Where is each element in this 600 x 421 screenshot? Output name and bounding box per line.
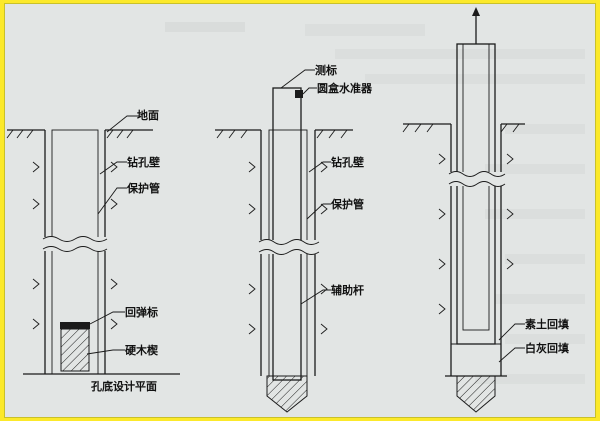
- break-line: [42, 236, 108, 252]
- leader-circular-level: [302, 87, 317, 95]
- leader-ground: [106, 115, 139, 133]
- ground-hatch: [216, 129, 348, 139]
- rebound-mark-plate: [60, 322, 90, 329]
- auxiliary-rod: [272, 87, 302, 381]
- leader-borehole-wall: [308, 161, 331, 173]
- label-casing: 保护管: [126, 181, 160, 195]
- lift-arrow-head: [472, 7, 480, 16]
- label-borehole-wall: 钻孔壁: [127, 155, 160, 169]
- label-auxiliary-rod: 辅助杆: [331, 283, 364, 297]
- hardwood-wedge: [60, 328, 90, 372]
- pile-tip: [266, 375, 308, 413]
- casing-inner: [462, 43, 490, 331]
- leader-lime-backfill: [498, 347, 525, 363]
- leader-borehole-wall: [99, 161, 127, 175]
- break-line: [258, 239, 320, 255]
- ground-hatch: [6, 129, 134, 139]
- figure-frame: 地面 钻孔壁 保护管 回弹标 硬木楔 孔底设计平面: [4, 3, 596, 418]
- label-casing: 保护管: [330, 197, 364, 211]
- rebound-mark-diagram: 地面 钻孔壁 保护管 回弹标 硬木楔 孔底设计平面: [6, 7, 585, 413]
- soil-marks-right: [110, 161, 118, 330]
- soil-marks-left: [32, 161, 40, 330]
- label-plain-soil-backfill: 素土回填: [525, 317, 569, 331]
- label-borehole-wall: 钻孔壁: [331, 155, 364, 169]
- soil-marks-left: [438, 153, 446, 315]
- soil-marks-left: [248, 161, 256, 335]
- leader-auxiliary-rod: [300, 289, 331, 305]
- panel-a-rebound-mark: 地面 钻孔壁 保护管 回弹标 硬木楔 孔底设计平面: [6, 108, 180, 393]
- pile-tip: [456, 375, 496, 413]
- label-circular-level: 圆盒水准器: [317, 81, 373, 95]
- leader-casing: [97, 187, 127, 215]
- leader-rebound-mark: [89, 311, 125, 325]
- label-hardwood-wedge: 硬木楔: [125, 343, 158, 357]
- label-ground: 地面: [137, 108, 159, 122]
- leader-survey-mark: [280, 69, 315, 89]
- ground-hatch: [402, 123, 520, 133]
- break-gap: [43, 237, 107, 251]
- leader-plain-soil-backfill: [498, 323, 525, 341]
- circular-level-box: [295, 90, 303, 98]
- background-page-text: [165, 22, 585, 384]
- leader-hardwood-wedge: [86, 349, 125, 355]
- panel-b-level-check: 测标 圆盒水准器 钻孔壁 保护管 辅助杆: [215, 63, 373, 413]
- label-survey-mark: 测标: [315, 63, 337, 77]
- soil-marks-right: [506, 153, 514, 270]
- label-hole-bottom: 孔底设计平面: [91, 379, 157, 393]
- panel-c-backfill: 素土回填 白灰回填: [402, 7, 569, 413]
- soil-marks-right: [320, 161, 328, 335]
- label-rebound-mark: 回弹标: [125, 305, 158, 319]
- break-gap-upper: [449, 172, 505, 186]
- break-line-upper: [448, 171, 506, 187]
- leader-casing: [306, 203, 331, 220]
- label-lime-backfill: 白灰回填: [525, 341, 569, 355]
- break-gap: [259, 240, 319, 254]
